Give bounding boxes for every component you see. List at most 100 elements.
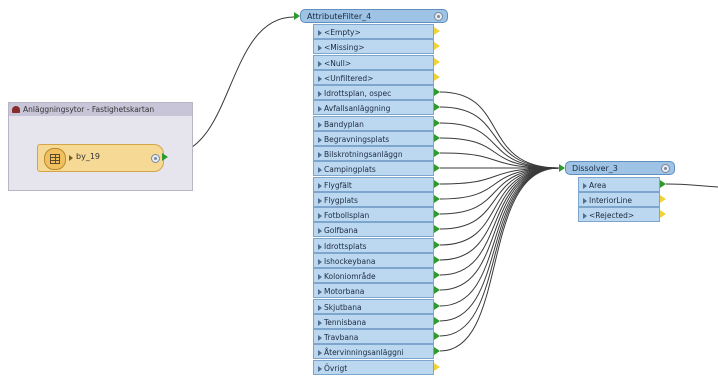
expand-arrow-icon[interactable]: [318, 45, 322, 51]
connection-line[interactable]: [439, 167, 560, 230]
connection-line[interactable]: [439, 167, 560, 307]
attributefilter-output-port[interactable]: [434, 302, 440, 310]
expand-arrow-icon[interactable]: [318, 244, 322, 250]
attributefilter-port-row[interactable]: <Null>: [313, 55, 434, 70]
reader-output-port[interactable]: [162, 153, 168, 161]
dissolver-output-port[interactable]: [660, 180, 666, 188]
source-bookmark[interactable]: Anläggningsytor - Fastighetskartan by_19: [8, 102, 193, 191]
attributefilter-output-port[interactable]: [434, 103, 440, 111]
expand-arrow-icon[interactable]: [318, 30, 322, 36]
attributefilter-port-row[interactable]: Tennisbana: [313, 314, 434, 329]
expand-arrow-icon[interactable]: [318, 320, 322, 326]
expand-arrow-icon[interactable]: [318, 198, 322, 204]
attributefilter-port-row[interactable]: Begravningsplats: [313, 131, 434, 146]
connection-line[interactable]: [439, 122, 560, 169]
expand-arrow-icon[interactable]: [69, 155, 73, 161]
attributefilter-output-port[interactable]: [434, 271, 440, 279]
expand-arrow-icon[interactable]: [318, 289, 322, 295]
connection-line[interactable]: [439, 167, 560, 200]
gear-icon[interactable]: [151, 154, 160, 163]
connection-line[interactable]: [439, 167, 560, 261]
dissolver-port-row[interactable]: InteriorLine: [578, 192, 660, 207]
expand-arrow-icon[interactable]: [318, 91, 322, 97]
attributefilter-output-port[interactable]: [434, 363, 440, 371]
dissolver-port-row[interactable]: <Rejected>: [578, 207, 660, 222]
connection-line[interactable]: [439, 106, 560, 169]
expand-arrow-icon[interactable]: [318, 259, 322, 265]
attributefilter-output-port[interactable]: [434, 225, 440, 233]
expand-arrow-icon[interactable]: [318, 76, 322, 82]
attributefilter-port-row[interactable]: Skjutbana: [313, 299, 434, 314]
attributefilter-port-row[interactable]: Avfallsanläggning: [313, 100, 434, 115]
attributefilter-input-port[interactable]: [294, 12, 300, 20]
attributefilter-output-port[interactable]: [434, 42, 440, 50]
attributefilter-title[interactable]: AttributeFilter_4: [300, 9, 448, 23]
attributefilter-output-port[interactable]: [434, 195, 440, 203]
attributefilter-output-port[interactable]: [434, 347, 440, 355]
attributefilter-output-port[interactable]: [434, 134, 440, 142]
attributefilter-port-row[interactable]: <Unfiltered>: [313, 70, 434, 85]
connection-line[interactable]: [665, 183, 718, 188]
connection-line[interactable]: [439, 167, 560, 215]
attributefilter-output-port[interactable]: [434, 149, 440, 157]
expand-arrow-icon[interactable]: [318, 122, 322, 128]
attributefilter-output-port[interactable]: [434, 241, 440, 249]
attributefilter-port-row[interactable]: Fotbollsplan: [313, 207, 434, 222]
attributefilter-output-port[interactable]: [434, 256, 440, 264]
attributefilter-port-row[interactable]: Flygplats: [313, 192, 434, 207]
connection-line[interactable]: [439, 167, 560, 337]
connection-line[interactable]: [439, 152, 560, 169]
attributefilter-output-port[interactable]: [434, 332, 440, 340]
dissolver-port-row[interactable]: Area: [578, 177, 660, 192]
expand-arrow-icon[interactable]: [583, 183, 587, 189]
expand-arrow-icon[interactable]: [318, 167, 322, 173]
attributefilter-output-port[interactable]: [434, 119, 440, 127]
attributefilter-port-row[interactable]: Koloniområde: [313, 268, 434, 283]
connection-line[interactable]: [439, 167, 560, 291]
attributefilter-port-row[interactable]: Idrottsplan, ospec: [313, 85, 434, 100]
attributefilter-port-row[interactable]: Övrigt: [313, 360, 434, 375]
expand-arrow-icon[interactable]: [318, 106, 322, 112]
expand-arrow-icon[interactable]: [583, 198, 587, 204]
expand-arrow-icon[interactable]: [318, 366, 322, 372]
attributefilter-port-row[interactable]: Flygfält: [313, 177, 434, 192]
expand-arrow-icon[interactable]: [318, 152, 322, 158]
expand-arrow-icon[interactable]: [583, 213, 587, 219]
gear-icon[interactable]: [434, 12, 443, 21]
attributefilter-output-port[interactable]: [434, 73, 440, 81]
attributefilter-port-row[interactable]: Idrottsplats: [313, 238, 434, 253]
expand-arrow-icon[interactable]: [318, 274, 322, 280]
connection-line[interactable]: [439, 167, 560, 185]
attributefilter-output-port[interactable]: [434, 58, 440, 66]
connection-line[interactable]: [439, 167, 560, 246]
expand-arrow-icon[interactable]: [318, 61, 322, 67]
attributefilter-output-port[interactable]: [434, 317, 440, 325]
connection-line[interactable]: [439, 167, 560, 352]
attributefilter-port-row[interactable]: Campingplats: [313, 161, 434, 176]
expand-arrow-icon[interactable]: [318, 183, 322, 189]
connection-line[interactable]: [439, 91, 560, 169]
dissolver-output-port[interactable]: [660, 210, 666, 218]
attributefilter-port-row[interactable]: Motorbana: [313, 283, 434, 298]
dissolver-input-port[interactable]: [559, 164, 565, 172]
dissolver-output-port[interactable]: [660, 195, 666, 203]
gear-icon[interactable]: [661, 164, 670, 173]
attributefilter-port-row[interactable]: Bilskrotningsanläggn: [313, 146, 434, 161]
expand-arrow-icon[interactable]: [318, 305, 322, 311]
attributefilter-output-port[interactable]: [434, 27, 440, 35]
attributefilter-port-row[interactable]: <Missing>: [313, 39, 434, 54]
attributefilter-port-row[interactable]: Återvinningsanläggni: [313, 344, 434, 359]
attributefilter-output-port[interactable]: [434, 88, 440, 96]
attributefilter-port-row[interactable]: <Empty>: [313, 24, 434, 39]
attributefilter-port-row[interactable]: Travbana: [313, 329, 434, 344]
attributefilter-output-port[interactable]: [434, 180, 440, 188]
connection-line[interactable]: [439, 137, 560, 169]
expand-arrow-icon[interactable]: [318, 137, 322, 143]
dissolver-title[interactable]: Dissolver_3: [565, 161, 675, 175]
expand-arrow-icon[interactable]: [318, 213, 322, 219]
attributefilter-output-port[interactable]: [434, 210, 440, 218]
connection-line[interactable]: [439, 167, 560, 276]
attributefilter-output-port[interactable]: [434, 164, 440, 172]
attributefilter-port-row[interactable]: Bandyplan: [313, 116, 434, 131]
attributefilter-port-row[interactable]: Ishockeybana: [313, 253, 434, 268]
